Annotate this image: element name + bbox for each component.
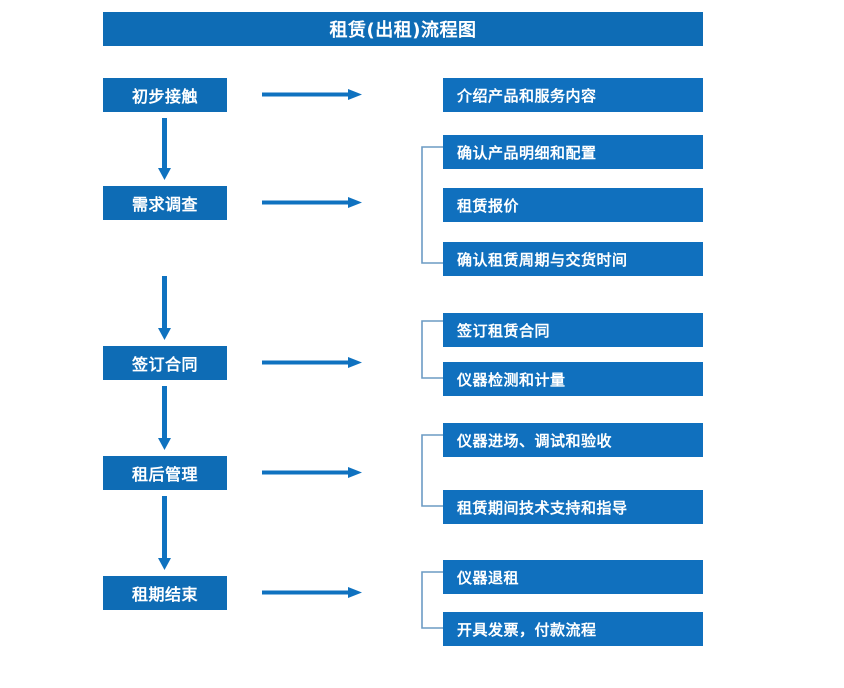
vertical-arrow-icon-3 xyxy=(156,386,174,450)
group-bracket-1 xyxy=(420,146,443,264)
horizontal-arrow-icon-5 xyxy=(262,586,362,600)
stage-box-1[interactable]: 初步接触 xyxy=(103,78,227,112)
stage-label: 初步接触 xyxy=(131,87,198,106)
detail-label: 租赁报价 xyxy=(457,196,520,215)
stage-box-2[interactable]: 需求调查 xyxy=(103,186,227,220)
detail-box-7[interactable]: 仪器进场、调试和验收 xyxy=(443,423,703,457)
detail-box-10[interactable]: 开具发票，付款流程 xyxy=(443,612,703,646)
stage-box-3[interactable]: 签订合同 xyxy=(103,346,227,380)
vertical-arrow-icon-1 xyxy=(156,118,174,180)
horizontal-arrow-icon-3 xyxy=(262,356,362,370)
detail-box-3[interactable]: 租赁报价 xyxy=(443,188,703,222)
group-bracket-2 xyxy=(420,320,443,379)
stage-label: 租期结束 xyxy=(131,585,198,604)
detail-label: 仪器进场、调试和验收 xyxy=(457,431,613,450)
detail-label: 租赁期间技术支持和指导 xyxy=(457,498,628,517)
horizontal-arrow-icon-1 xyxy=(262,88,362,102)
detail-box-8[interactable]: 租赁期间技术支持和指导 xyxy=(443,490,703,524)
group-bracket-3 xyxy=(420,434,443,507)
detail-label: 仪器退租 xyxy=(457,568,520,587)
stage-label: 签订合同 xyxy=(131,355,198,374)
detail-label: 确认租赁周期与交货时间 xyxy=(457,250,628,269)
group-bracket-4 xyxy=(420,571,443,629)
detail-box-9[interactable]: 仪器退租 xyxy=(443,560,703,594)
horizontal-arrow-icon-4 xyxy=(262,466,362,480)
vertical-arrow-icon-4 xyxy=(156,496,174,570)
vertical-arrow-icon-2 xyxy=(156,276,174,340)
detail-box-2[interactable]: 确认产品明细和配置 xyxy=(443,135,703,169)
detail-label: 仪器检测和计量 xyxy=(457,370,566,389)
detail-label: 签订租赁合同 xyxy=(457,321,551,340)
detail-label: 介绍产品和服务内容 xyxy=(457,86,597,105)
stage-label: 需求调查 xyxy=(131,195,198,214)
detail-label: 确认产品明细和配置 xyxy=(457,143,597,162)
detail-box-5[interactable]: 签订租赁合同 xyxy=(443,313,703,347)
detail-label: 开具发票，付款流程 xyxy=(457,620,597,639)
stage-box-5[interactable]: 租期结束 xyxy=(103,576,227,610)
page-title: 租赁(出租)流程图 xyxy=(103,12,703,46)
detail-box-6[interactable]: 仪器检测和计量 xyxy=(443,362,703,396)
detail-box-1[interactable]: 介绍产品和服务内容 xyxy=(443,78,703,112)
stage-box-4[interactable]: 租后管理 xyxy=(103,456,227,490)
stage-label: 租后管理 xyxy=(131,465,198,484)
detail-box-4[interactable]: 确认租赁周期与交货时间 xyxy=(443,242,703,276)
horizontal-arrow-icon-2 xyxy=(262,196,362,210)
